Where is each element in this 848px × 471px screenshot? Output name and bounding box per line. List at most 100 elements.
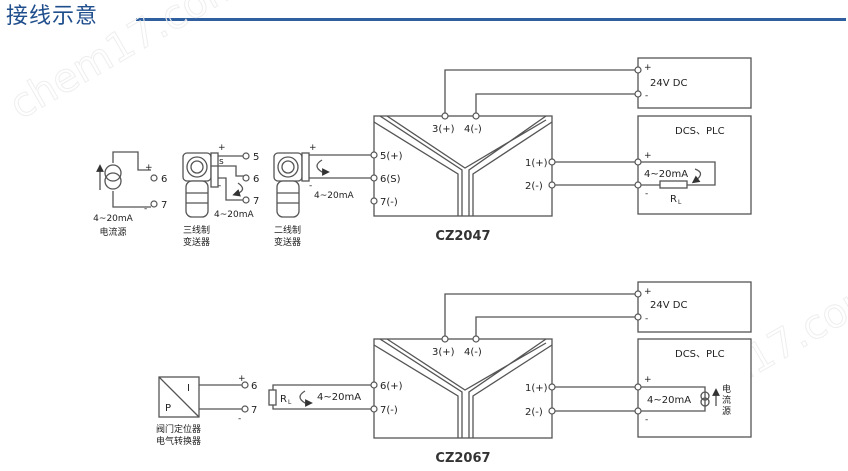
svg-text:6: 6 [161, 174, 167, 185]
terminal-label: 2(-) [525, 181, 543, 192]
svg-text:源: 源 [722, 406, 731, 417]
svg-text:-: - [238, 414, 241, 424]
svg-text:s: s [219, 157, 224, 167]
svg-text:+: + [644, 375, 652, 385]
dcs-title: DCS、PLC [675, 349, 725, 360]
terminal-4[interactable] [472, 112, 480, 120]
signal-label: 4~20mA [647, 395, 691, 406]
valve-positioner: I P + - 6 7 阀门定位器 电气转换器 [156, 374, 257, 447]
svg-text:L: L [288, 399, 292, 406]
svg-text:R: R [670, 194, 677, 205]
svg-text:7: 7 [253, 196, 259, 207]
terminal-3[interactable] [441, 112, 449, 120]
svg-text:4~20mA: 4~20mA [314, 191, 354, 201]
svg-text:二线制: 二线制 [274, 224, 301, 236]
svg-text:5: 5 [253, 152, 259, 163]
svg-text:I: I [187, 383, 190, 394]
svg-text:-: - [645, 91, 648, 101]
current-loop-arrow-icon [299, 390, 313, 407]
load-loop: R L 4~20mA [268, 384, 371, 410]
svg-text:-: - [144, 204, 147, 214]
svg-text:+: + [218, 143, 226, 153]
svg-text:+: + [145, 163, 153, 173]
svg-text:+: + [238, 374, 246, 384]
terminal-label: 4(-) [464, 124, 482, 135]
terminal-2[interactable] [548, 407, 556, 415]
module-box [373, 338, 553, 439]
svg-text:4~20mA: 4~20mA [93, 214, 133, 224]
svg-text:变送器: 变送器 [274, 236, 301, 248]
two-wire-transmitter: + - 4~20mA 二线制 变送器 [273, 143, 371, 248]
model-label: CZ2047 [435, 229, 490, 244]
svg-text:L: L [678, 199, 682, 206]
terminal-label: 3(+) [432, 347, 455, 358]
svg-text:4~20mA: 4~20mA [214, 210, 254, 220]
diagram-cz2047: CZ2047 3(+) 4(-) 5(+) 6(S) 7(-) 1(+) 2(-… [93, 57, 752, 248]
svg-text:-: - [218, 181, 221, 191]
section-header: 接线示意 [6, 2, 848, 34]
power-supply-box: + - 24V DC [634, 281, 752, 333]
current-source-icon [104, 164, 122, 182]
svg-text:-: - [645, 415, 648, 425]
terminal-label: 6(S) [380, 174, 401, 185]
svg-text:7: 7 [161, 200, 167, 211]
terminal-5[interactable] [370, 151, 378, 159]
model-label: CZ2067 [435, 451, 490, 466]
svg-text:+: + [309, 143, 317, 153]
terminal-3[interactable] [441, 335, 449, 343]
svg-text:7: 7 [251, 405, 257, 416]
terminal-7[interactable] [370, 405, 378, 413]
svg-text:电气转换器: 电气转换器 [156, 435, 201, 447]
terminal-4[interactable] [472, 335, 480, 343]
svg-text:三线制: 三线制 [183, 224, 210, 236]
header-divider [136, 18, 846, 21]
svg-text:+: + [644, 151, 652, 161]
terminal-label: 5(+) [380, 151, 403, 162]
power-supply-box: + - 24V DC [634, 57, 752, 109]
svg-text:变送器: 变送器 [183, 236, 210, 248]
dcs-title: DCS、PLC [675, 126, 725, 137]
terminal-1[interactable] [548, 383, 556, 391]
svg-text:R: R [280, 394, 287, 405]
svg-text:-: - [645, 314, 648, 324]
terminal-label: 1(+) [525, 158, 548, 169]
svg-text:电流源: 电流源 [99, 226, 126, 238]
three-wire-transmitter: + s - 5 6 7 4~20mA 三线制 变送器 [182, 143, 259, 248]
power-label: 24V DC [650, 78, 687, 89]
terminal-label: 3(+) [432, 124, 455, 135]
terminal-label: 2(-) [525, 407, 543, 418]
terminal-2[interactable] [548, 181, 556, 189]
resistor-icon [659, 180, 688, 189]
current-source-icon [700, 391, 710, 401]
svg-text:电: 电 [722, 383, 731, 395]
svg-text:流: 流 [722, 394, 731, 406]
svg-text:+: + [644, 287, 652, 297]
svg-text:-: - [309, 181, 312, 191]
section-title: 接线示意 [6, 4, 99, 29]
dcs-plc-box: DCS、PLC + - 4~20mA 电 流 源 [634, 338, 752, 438]
svg-text:4~20mA: 4~20mA [317, 392, 361, 403]
svg-text:6: 6 [253, 174, 259, 185]
svg-text:阀门定位器: 阀门定位器 [156, 423, 201, 435]
terminal-1[interactable] [548, 158, 556, 166]
svg-text:6: 6 [251, 381, 257, 392]
svg-text:-: - [645, 189, 648, 199]
terminal-label: 1(+) [525, 383, 548, 394]
terminal-6[interactable] [370, 381, 378, 389]
svg-text:P: P [165, 403, 171, 414]
terminal-label: 4(-) [464, 347, 482, 358]
terminal-7[interactable] [370, 197, 378, 205]
signal-label: 4~20mA [644, 169, 688, 180]
dcs-plc-box: DCS、PLC + - 4~20mA R L [634, 115, 752, 215]
terminal-label: 7(-) [380, 197, 398, 208]
terminal-label: 7(-) [380, 405, 398, 416]
resistor-icon [268, 389, 277, 406]
watermark: chem17.com [2, 0, 250, 129]
module-box [373, 115, 553, 217]
current-loop-arrow-icon [691, 168, 702, 184]
terminal-label: 6(+) [380, 381, 403, 392]
diagram-cz2067: CZ2067 3(+) 4(-) 6(+) 7(-) 1(+) 2(-) + -… [156, 281, 752, 466]
current-source-input: + - 6 7 4~20mA 电流源 [93, 151, 167, 238]
terminal-6[interactable] [370, 174, 378, 182]
